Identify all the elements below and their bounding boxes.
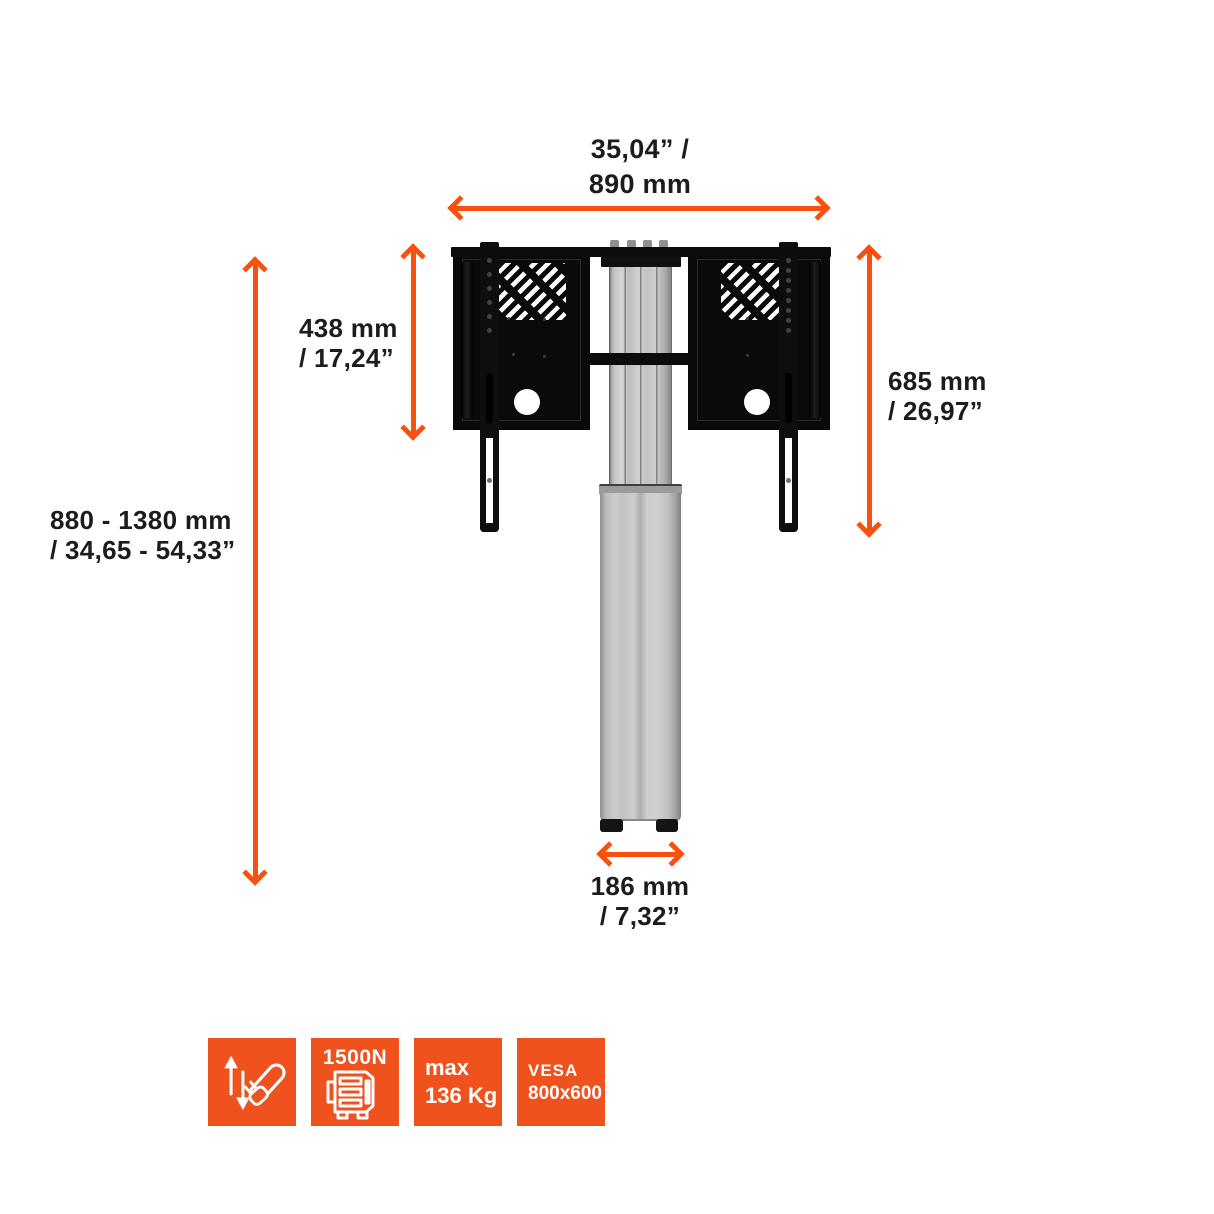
hatch-pattern: [498, 263, 566, 320]
bracket-height-label: 438 mm / 17,24”: [299, 313, 419, 373]
total-height-label: 880 - 1380 mm / 34,65 - 54,33”: [50, 505, 260, 565]
column-foot: [656, 819, 678, 832]
right-rail-leg: [779, 438, 798, 532]
cable-hole: [514, 389, 540, 415]
screw-dot: [746, 354, 749, 357]
motor-force-label: 1500N: [322, 1046, 388, 1069]
panel-channel: [809, 262, 821, 418]
panel-channel: [461, 262, 473, 418]
cable-nub: [627, 240, 636, 249]
base-width-label: 186 mm / 7,32”: [565, 871, 715, 931]
mount-height-line1: 685 mm: [888, 366, 987, 396]
rail-slot: [486, 373, 493, 423]
cable-hole: [744, 389, 770, 415]
up-down-arrows-and-plug-icon: [224, 1055, 286, 1111]
column-sleeve-cap: [599, 484, 682, 495]
mount-height-line2: / 26,97”: [888, 396, 983, 426]
right-vesa-rail: [779, 242, 798, 438]
rail-screw: [487, 478, 492, 483]
screw-dot: [543, 355, 546, 358]
top-width-line2: 890 mm: [588, 169, 692, 199]
right-mounting-panel: [688, 250, 830, 430]
base-width-line1: 186 mm: [590, 871, 690, 901]
cable-nub: [659, 240, 668, 249]
motor-icon: [326, 1070, 375, 1120]
rail-screw: [786, 478, 791, 483]
left-mounting-panel: [453, 250, 590, 430]
top-width-line1: 35,04” /: [590, 134, 690, 164]
feature-badges: 1500N max 136 Kg VESA 800x600: [208, 1038, 605, 1126]
max-weight-line2: 136 Kg: [425, 1083, 498, 1108]
base-width-dimension-arrow: [602, 852, 679, 857]
top-width-label: 35,04” / 890 mm: [470, 132, 810, 202]
mount-height-dimension-arrow: [867, 250, 872, 532]
lift-column-sleeve: [600, 493, 681, 821]
badge-max-weight: max 136 Kg: [414, 1038, 502, 1126]
mount-height-label: 685 mm / 26,97”: [888, 366, 1028, 426]
screw-dot: [507, 317, 510, 320]
badge-electric-height-adjustment: [208, 1038, 296, 1126]
vesa-line2: 800x600: [528, 1082, 602, 1104]
left-vesa-rail: [480, 242, 499, 438]
vesa-line1: VESA: [528, 1060, 579, 1080]
total-height-dimension-arrow: [253, 262, 258, 880]
rail-slot: [785, 373, 792, 423]
column-foot: [600, 819, 623, 832]
screw-dot: [543, 318, 546, 321]
cable-nub: [610, 240, 619, 249]
hatch-pattern: [721, 263, 789, 320]
column-collar: [601, 254, 681, 267]
cable-nub: [643, 240, 652, 249]
bracket-height-line2: / 17,24”: [299, 343, 394, 373]
base-width-line2: / 7,32”: [599, 901, 681, 931]
total-height-line1: 880 - 1380 mm: [50, 505, 232, 535]
width-dimension-arrow: [453, 206, 825, 211]
max-weight-line1: max: [425, 1055, 470, 1080]
top-mounting-bar: [451, 247, 831, 257]
badge-motor-force: 1500N: [311, 1038, 399, 1126]
screw-dot: [512, 353, 515, 356]
total-height-line2: / 34,65 - 54,33”: [50, 535, 236, 565]
bracket-height-line1: 438 mm: [299, 313, 398, 343]
left-rail-leg: [480, 438, 499, 532]
lift-column-upper: [609, 257, 672, 489]
bracket-height-dimension-arrow: [411, 249, 416, 435]
badge-vesa-size: VESA 800x600: [517, 1038, 605, 1126]
screw-dot: [746, 317, 749, 320]
cross-bracket-bar: [588, 353, 690, 365]
